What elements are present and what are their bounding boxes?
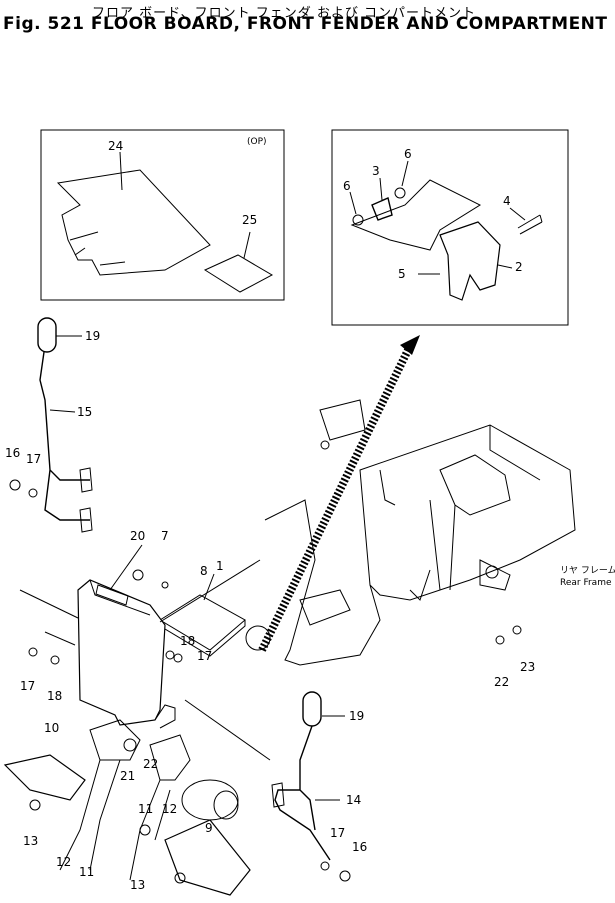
- fasteners: [9, 479, 522, 882]
- mat-piece-25: [203, 254, 274, 293]
- detail-box-latch: [331, 129, 569, 326]
- leader-lines: [19, 559, 271, 761]
- callout-12: 12: [56, 855, 71, 869]
- callout-19: 19: [85, 329, 100, 343]
- callout-11: 11: [138, 802, 153, 816]
- pedal-10: [3, 754, 86, 801]
- callout-25: 25: [242, 213, 257, 227]
- callout-13: 13: [23, 834, 38, 848]
- callout-5: 5: [398, 267, 406, 281]
- callout-2: 2: [515, 260, 523, 274]
- callout-13: 13: [130, 878, 145, 892]
- washer-6b: [394, 187, 406, 199]
- callout-17: 17: [20, 679, 35, 693]
- lever-assembly-15: [37, 317, 93, 533]
- callout-17: 17: [26, 452, 41, 466]
- callout-9: 9: [205, 821, 213, 835]
- callout-17: 17: [330, 826, 345, 840]
- lever-assembly-14: [271, 691, 345, 861]
- callout-8: 8: [200, 564, 208, 578]
- callout-12: 12: [162, 802, 177, 816]
- callout-10: 10: [44, 721, 59, 735]
- callout-1: 1: [216, 559, 224, 573]
- pointer-arrow: [245, 335, 420, 652]
- rear-frame: [264, 399, 576, 666]
- latch-bracket-2: [439, 221, 501, 301]
- spring-3: [371, 197, 393, 221]
- rear-frame-label-jp: リヤ フレーム: [560, 565, 615, 576]
- callout-22: 22: [143, 757, 158, 771]
- option-tag: (OP): [247, 137, 267, 147]
- pin-4: [517, 214, 543, 235]
- callout-18: 18: [47, 689, 62, 703]
- callout-15: 15: [77, 405, 92, 419]
- callout-16: 16: [5, 446, 20, 460]
- washer-6a: [352, 214, 364, 226]
- callout-6: 6: [343, 179, 351, 193]
- callout-20: 20: [130, 529, 145, 543]
- callout-24: 24: [108, 139, 123, 153]
- callout-labels: 24 25 (OP) 3 6 6 4 2 5 19 15 16 17 20 7 …: [5, 137, 615, 892]
- callout-14: 14: [346, 793, 361, 807]
- callout-22: 22: [494, 675, 509, 689]
- callout-7: 7: [161, 529, 169, 543]
- callout-21: 21: [120, 769, 135, 783]
- callout-3: 3: [372, 164, 380, 178]
- callout-11: 11: [79, 865, 94, 879]
- floor-board-1: [159, 594, 246, 651]
- figure-title: Fig. 521 FLOOR BOARD, FRONT FENDER AND C…: [3, 14, 608, 34]
- callout-4: 4: [503, 194, 511, 208]
- compartment-20: [77, 544, 176, 729]
- pedal-assembly: [3, 719, 251, 896]
- callout-18: 18: [180, 634, 195, 648]
- detail-box-left-frame: [40, 129, 285, 301]
- title-japanese: フロア ボード、フロント フェンダ および コンパートメント: [92, 6, 477, 21]
- callout-23: 23: [520, 660, 535, 674]
- rear-frame-label: Rear Frame: [560, 578, 612, 588]
- detail-box-right-frame: [331, 129, 569, 326]
- callout-16: 16: [352, 840, 367, 854]
- callout-6: 6: [404, 147, 412, 161]
- callout-19: 19: [349, 709, 364, 723]
- detail-box-floor-mat: [40, 129, 285, 301]
- floor-mat-24: [56, 169, 211, 276]
- callout-17: 17: [197, 649, 212, 663]
